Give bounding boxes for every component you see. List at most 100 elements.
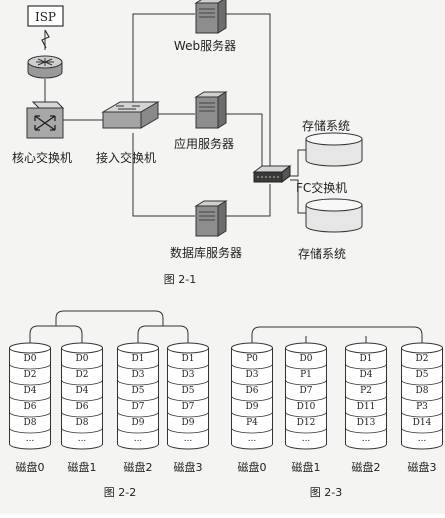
disk-block: D2 — [416, 354, 429, 364]
fc-storage-top-link — [290, 149, 306, 177]
disk-block: D8 — [24, 418, 37, 428]
block-divider — [285, 411, 327, 418]
disk-label: 磁盘2 — [352, 460, 381, 474]
disk-body — [117, 348, 159, 450]
disk-block: P4 — [246, 418, 258, 428]
app-server-label: 应用服务器 — [174, 136, 234, 151]
disk-top — [231, 342, 273, 354]
disk-block: ... — [362, 434, 371, 444]
block-divider — [285, 427, 327, 434]
disk-block: D10 — [297, 402, 316, 412]
disk-top — [9, 342, 51, 354]
disk-block: D3 — [246, 370, 259, 380]
disk-block: D0 — [76, 354, 89, 364]
block-divider — [401, 379, 443, 386]
disk-block: D5 — [416, 370, 429, 380]
disk-top — [401, 342, 443, 354]
disk-block: ... — [78, 434, 87, 444]
pair-bracket-left — [29, 325, 83, 344]
block-divider — [231, 411, 273, 418]
disk-block: D13 — [357, 418, 376, 428]
disk-label: 磁盘0 — [238, 460, 267, 474]
disk-block: D0 — [300, 354, 313, 364]
web-server-label: Web服务器 — [174, 38, 236, 53]
block-divider — [167, 427, 209, 434]
access-web-link — [132, 13, 195, 105]
figure3-caption: 图 2-3 — [310, 486, 342, 499]
fc-storage-bottom-link — [290, 179, 306, 214]
block-divider — [401, 411, 443, 418]
block-divider — [231, 395, 273, 402]
parity-bracket-ticks — [305, 336, 367, 344]
block-divider — [285, 379, 327, 386]
disk-block: P1 — [300, 370, 312, 380]
disk-block: D3 — [182, 370, 195, 380]
disk-label: 磁盘3 — [174, 460, 203, 474]
block-divider — [285, 363, 327, 370]
block-divider — [61, 427, 103, 434]
disk-block: D4 — [76, 386, 89, 396]
disk-block: P0 — [246, 354, 258, 364]
block-divider — [345, 427, 387, 434]
block-divider — [345, 411, 387, 418]
block-divider — [401, 363, 443, 370]
block-divider — [167, 395, 209, 402]
disk-block: D1 — [132, 354, 145, 364]
block-divider — [345, 363, 387, 370]
disk-label: 磁盘2 — [124, 460, 153, 474]
disk-block: ... — [248, 434, 257, 444]
block-divider — [61, 363, 103, 370]
access-switch-icon — [101, 101, 160, 129]
router-icon — [27, 55, 63, 79]
disk-block: D3 — [132, 370, 145, 380]
disk-body — [9, 348, 51, 450]
storage-system-top-label: 存储系统 — [302, 118, 350, 133]
app-fc-link — [222, 113, 263, 172]
disk-body — [231, 348, 273, 450]
disk-block: D7 — [300, 386, 313, 396]
access-switch-label: 接入交换机 — [96, 150, 156, 165]
disk-body — [285, 348, 327, 450]
block-divider — [167, 411, 209, 418]
disk-block: D7 — [182, 402, 195, 412]
disk-block: D12 — [297, 418, 316, 428]
isp-label: ISP — [35, 10, 56, 24]
disk-block: ... — [418, 434, 427, 444]
raid-mirror-brackets — [29, 310, 189, 344]
block-divider — [401, 395, 443, 402]
disk-block: ... — [26, 434, 35, 444]
disk-body — [61, 348, 103, 450]
block-divider — [345, 395, 387, 402]
disk-top — [285, 342, 327, 354]
block-divider — [9, 411, 51, 418]
isp-box — [27, 5, 64, 27]
disk-block: P2 — [360, 386, 372, 396]
block-divider — [167, 379, 209, 386]
disk-block: P3 — [416, 402, 428, 412]
block-divider — [285, 395, 327, 402]
disk-block: D9 — [132, 418, 145, 428]
block-divider — [231, 427, 273, 434]
disk-label: 磁盘3 — [408, 460, 437, 474]
disk-block: D8 — [416, 386, 429, 396]
disk-top — [61, 342, 103, 354]
disk-block: D5 — [182, 386, 195, 396]
block-divider — [345, 379, 387, 386]
disk-block: D2 — [24, 370, 37, 380]
disk-top — [117, 342, 159, 354]
disk-body — [345, 348, 387, 450]
disk-block: ... — [184, 434, 193, 444]
disk-body — [167, 348, 209, 450]
block-divider — [167, 363, 209, 370]
disk-body — [401, 348, 443, 450]
disk-block: D1 — [182, 354, 195, 364]
disk-block: D9 — [182, 418, 195, 428]
parity-bracket-outer — [251, 326, 423, 344]
block-divider — [61, 379, 103, 386]
disk-block: D8 — [76, 418, 89, 428]
block-divider — [9, 395, 51, 402]
